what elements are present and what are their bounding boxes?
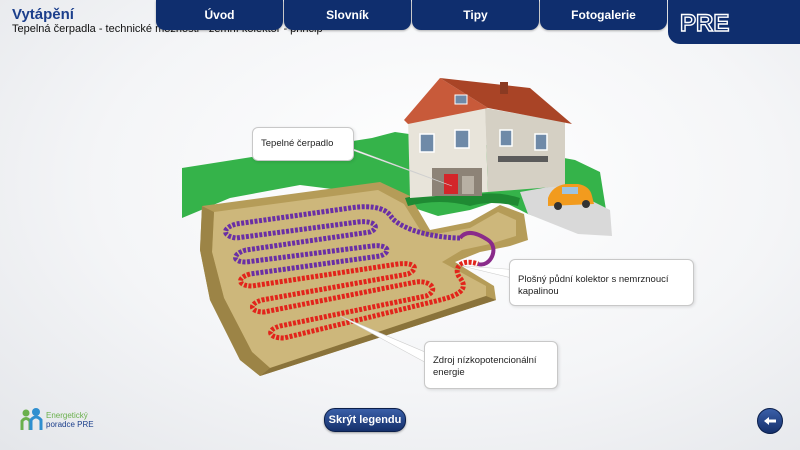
nav-fotogalerie[interactable]: Fotogalerie bbox=[540, 0, 667, 30]
house-window bbox=[499, 129, 513, 147]
house-chimney bbox=[500, 82, 508, 94]
house-wall-side bbox=[485, 108, 565, 192]
house-roof-side bbox=[440, 78, 572, 124]
nav-tipy[interactable]: Tipy bbox=[412, 0, 539, 30]
heat-pump-unit bbox=[444, 174, 458, 194]
roof-window bbox=[454, 94, 468, 105]
soil-pit-front-left bbox=[200, 206, 270, 376]
house-balcony bbox=[498, 156, 548, 162]
energy-advisor-logo bbox=[20, 408, 43, 430]
pre-logo: PRE bbox=[668, 0, 800, 44]
back-arrow-icon bbox=[764, 417, 776, 425]
page-title: Vytápění bbox=[12, 6, 74, 23]
pre-logo-mark: PRE bbox=[680, 9, 730, 35]
callout-heat-pump: Tepelné čerpadlo bbox=[252, 127, 354, 161]
energy-advisor-label: Energetický poradce PRE bbox=[46, 411, 94, 429]
house-window bbox=[534, 133, 548, 151]
collector-pipe-to-house bbox=[458, 231, 496, 267]
callout-ground-collector: Plošný půdní kolektor s nemrznoucí kapal… bbox=[509, 259, 694, 306]
house-roof-front bbox=[404, 78, 488, 124]
callout-low-potential-energy: Zdroj nízkopotencionální energie bbox=[424, 341, 558, 389]
heat-pump-tank bbox=[462, 176, 474, 194]
nav-slovnik[interactable]: Slovník bbox=[284, 0, 411, 30]
car bbox=[548, 184, 594, 210]
nav-uvod[interactable]: Úvod bbox=[156, 0, 283, 30]
hide-legend-button[interactable]: Skrýt legendu bbox=[324, 408, 406, 432]
house-window bbox=[419, 133, 435, 153]
driveway bbox=[520, 185, 612, 236]
pre-logo-text: PRE bbox=[680, 10, 729, 35]
back-button[interactable] bbox=[757, 408, 783, 434]
collector-pipe-blue bbox=[223, 204, 461, 277]
collector-pipe-red bbox=[238, 259, 479, 341]
house-window bbox=[454, 129, 470, 149]
advisor-line-1: Energetický bbox=[46, 411, 88, 420]
advisor-line-2: poradce PRE bbox=[46, 420, 94, 429]
